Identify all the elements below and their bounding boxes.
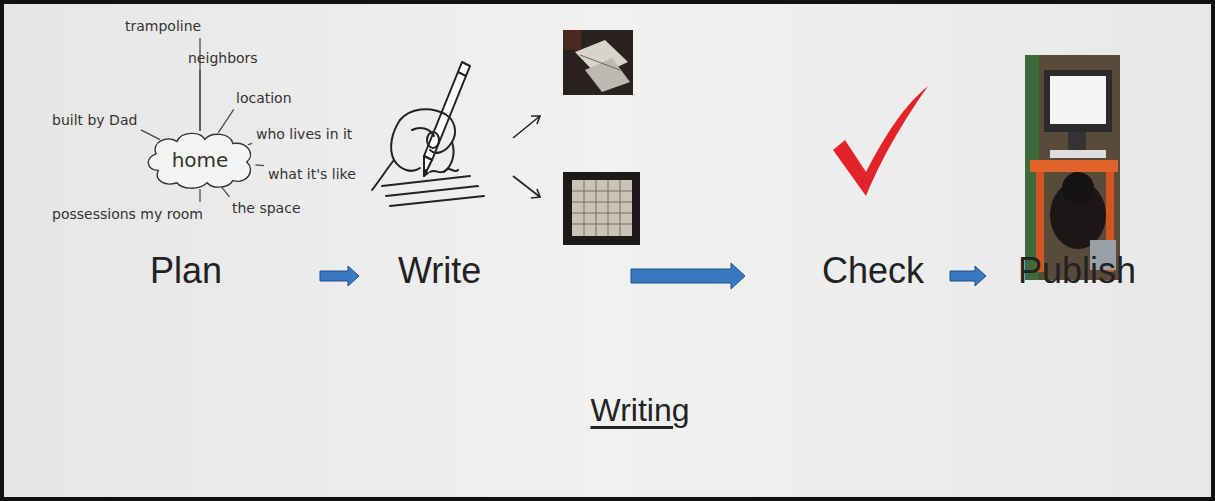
pencil-hand	[372, 62, 484, 206]
mind-map-word: possessions my room	[52, 206, 203, 222]
mind-map-word: who lives in it	[256, 126, 352, 142]
leader-line	[255, 164, 264, 166]
mind-map-word: location	[236, 90, 292, 106]
leader-line	[221, 187, 229, 197]
check-mark	[833, 86, 928, 196]
leader-line	[199, 189, 200, 202]
leader-line	[248, 143, 252, 144]
caption-heading: Writing	[591, 392, 690, 429]
node-text: home	[172, 148, 229, 172]
mind-map-word: neighbors	[188, 50, 258, 66]
photo-board	[563, 172, 640, 245]
step-label: Plan	[150, 250, 222, 291]
step-label: Write	[398, 250, 481, 291]
branch-arrows	[513, 116, 540, 198]
mind-map-word: what it's like	[268, 166, 356, 182]
mind-map-word: built by Dad	[52, 112, 137, 128]
mind-map-word: the space	[232, 200, 301, 216]
leader-line	[141, 130, 160, 140]
step-label: Check	[822, 250, 924, 291]
step-label: Publish	[1018, 250, 1136, 291]
photo-paper	[563, 30, 633, 95]
mind-map-word: trampoline	[125, 18, 201, 34]
leader-line	[218, 109, 233, 132]
cloud-bubble: home	[142, 129, 258, 191]
leader-line	[199, 70, 200, 131]
photo-computer	[1025, 55, 1120, 280]
